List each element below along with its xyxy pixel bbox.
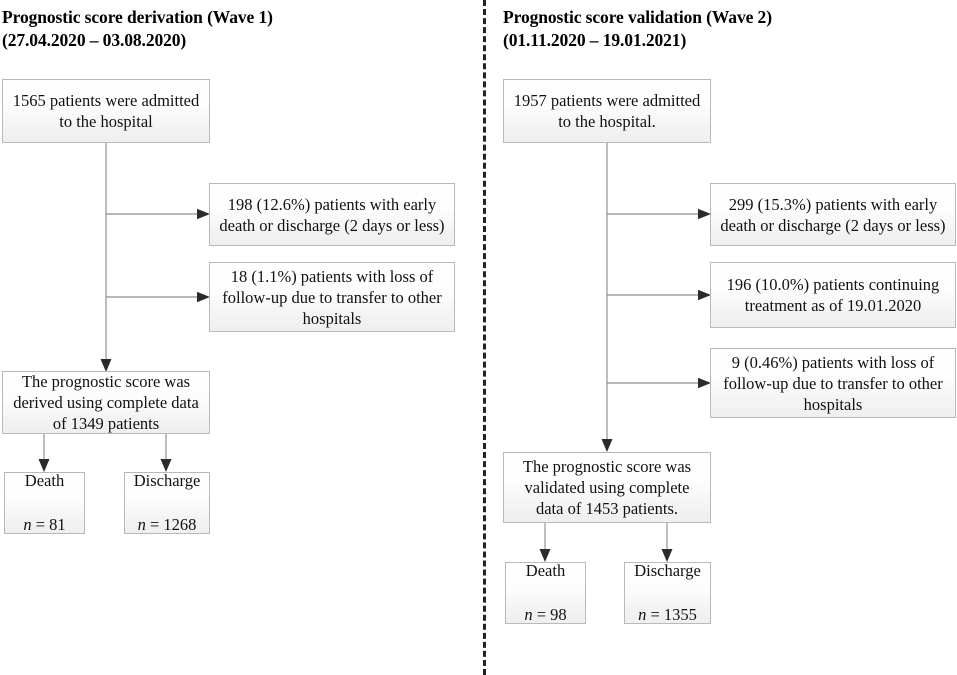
node-wave2-outcome-death: Death n = 98 [505,561,586,624]
node-wave1-exclusion-1-label: 198 (12.6%) patients with early death or… [219,194,445,235]
column-header-wave1: Prognostic score derivation (Wave 1) (27… [2,7,273,50]
node-wave1-outcome-death-count: n = 81 [23,515,66,534]
node-wave2-exclusion-2-label: 196 (10.0%) patients continuing treatmen… [726,275,940,315]
node-wave2-exclusion-3: 9 (0.46%) patients with loss of follow-u… [710,348,956,418]
node-wave2-outcome-death-title: Death [525,561,566,580]
node-wave2-exclusion-3-label: 9 (0.46%) patients with loss of follow-u… [723,352,943,414]
node-wave1-exclusion-1: 198 (12.6%) patients with early death or… [209,183,455,246]
node-wave1-outcome-death-title: Death [24,471,65,490]
node-wave2-analysed-label: The prognostic score was validated using… [522,457,692,518]
node-wave2-exclusion-2: 196 (10.0%) patients continuing treatmen… [710,262,956,328]
node-wave2-exclusion-1: 299 (15.3%) patients with early death or… [710,183,956,246]
node-wave1-outcome-discharge-n: 1268 [163,515,197,534]
node-wave1-outcome-discharge-title: Discharge [133,471,201,490]
node-wave2-outcome-discharge-title: Discharge [634,561,701,580]
column-divider [483,0,486,675]
node-wave1-exclusion-2: 18 (1.1%) patients with loss of follow-u… [209,262,455,332]
node-wave2-outcome-discharge-n: 1355 [663,605,697,624]
node-wave2-source: 1957 patients were admitted to the hospi… [503,79,711,143]
column-header-wave2: Prognostic score validation (Wave 2) (01… [503,7,772,50]
node-wave1-exclusion-2-label: 18 (1.1%) patients with loss of follow-u… [222,266,442,328]
node-wave1-analysed-label: The prognostic score was derived using c… [13,372,199,433]
node-wave2-outcome-discharge: Discharge n = 1355 [624,561,711,624]
node-wave2-analysed: The prognostic score was validated using… [503,452,711,523]
node-wave1-outcome-death: Death n = 81 [4,471,85,534]
node-wave2-outcome-death-n: 98 [550,605,567,624]
node-wave2-outcome-discharge-count: n = 1355 [638,605,697,624]
node-wave1-source-label: 1565 patients were admitted to the hospi… [12,91,200,131]
arrowhead-wave2-analysed [601,439,613,452]
node-wave1-outcome-discharge-count: n = 1268 [137,515,197,534]
node-wave2-outcome-death-count: n = 98 [524,605,567,624]
node-wave2-exclusion-1-label: 299 (15.3%) patients with early death or… [720,194,946,235]
node-wave1-outcome-discharge: Discharge n = 1268 [124,471,210,534]
node-wave1-source: 1565 patients were admitted to the hospi… [2,79,210,143]
node-wave2-source-label: 1957 patients were admitted to the hospi… [513,91,701,131]
node-wave1-outcome-death-n: 81 [49,515,66,534]
node-wave1-analysed: The prognostic score was derived using c… [2,371,210,434]
